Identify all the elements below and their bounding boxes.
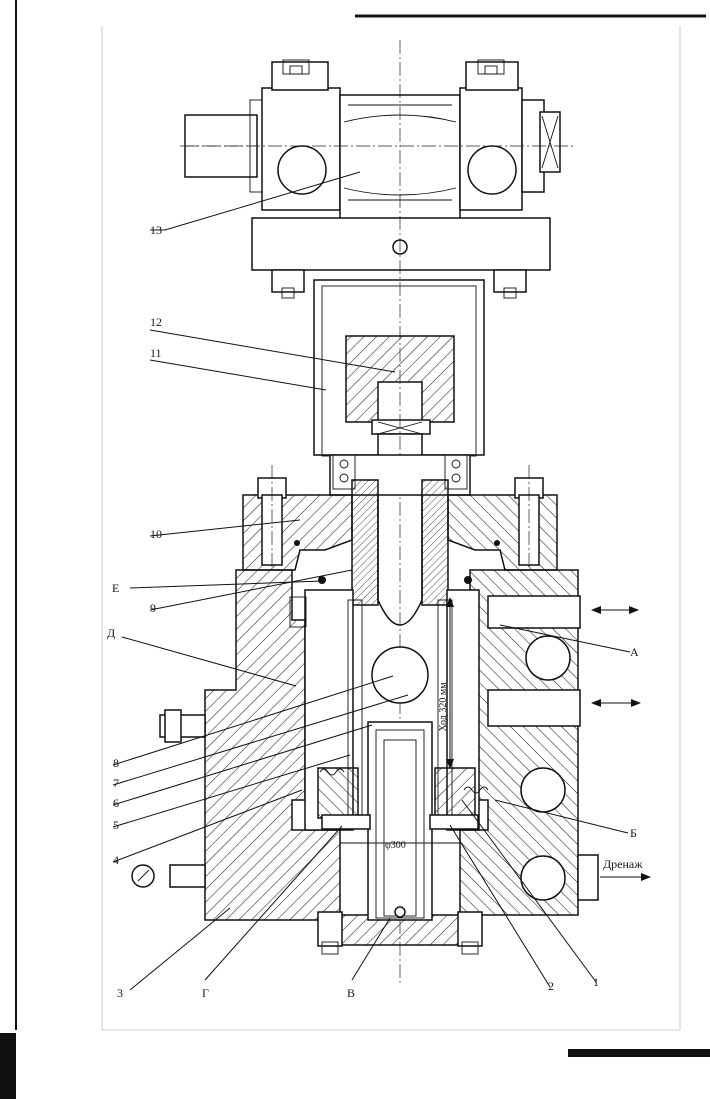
part-label-1: 1	[593, 975, 599, 989]
part-label-8: 8	[113, 756, 119, 770]
part-label-6: 6	[113, 796, 119, 810]
part-label-4: 4	[113, 853, 119, 867]
part-label-3: 3	[117, 986, 123, 1000]
part-label-13: 13	[150, 223, 162, 237]
cylinder-cover	[242, 454, 558, 606]
part-label-7: 7	[113, 776, 119, 790]
guide-frame	[313, 279, 485, 457]
part-number-labels: 13 12 11 10 9 8 7 6 5 4 3 2 1	[113, 223, 599, 1000]
leader-lines	[112, 171, 631, 991]
part-label-9: 9	[150, 601, 156, 615]
top-drive-assembly	[180, 59, 575, 299]
part-label-2: 2	[548, 979, 554, 993]
zone-label-e: Е	[112, 581, 119, 595]
zone-label-a: А	[630, 645, 639, 659]
drain-label: Дренаж	[603, 857, 643, 871]
part-label-12: 12	[150, 315, 162, 329]
zone-label-d: Д	[107, 626, 115, 640]
part-label-10: 10	[150, 527, 162, 541]
zone-labels: Е Д А Б Г В	[107, 581, 639, 1000]
zone-label-b: Б	[630, 826, 637, 840]
stroke-label: Ход 320 мм	[438, 682, 449, 732]
part-label-5: 5	[113, 818, 119, 832]
stroke-dimension: Ход 320 мм	[438, 597, 454, 769]
part-label-11: 11	[150, 346, 162, 360]
zone-label-v: В	[347, 986, 355, 1000]
zone-label-g: Г	[202, 986, 209, 1000]
diameter-label: φ300	[385, 840, 406, 851]
flow-arrows: Дренаж	[591, 606, 651, 881]
cylinder-body	[131, 569, 599, 955]
